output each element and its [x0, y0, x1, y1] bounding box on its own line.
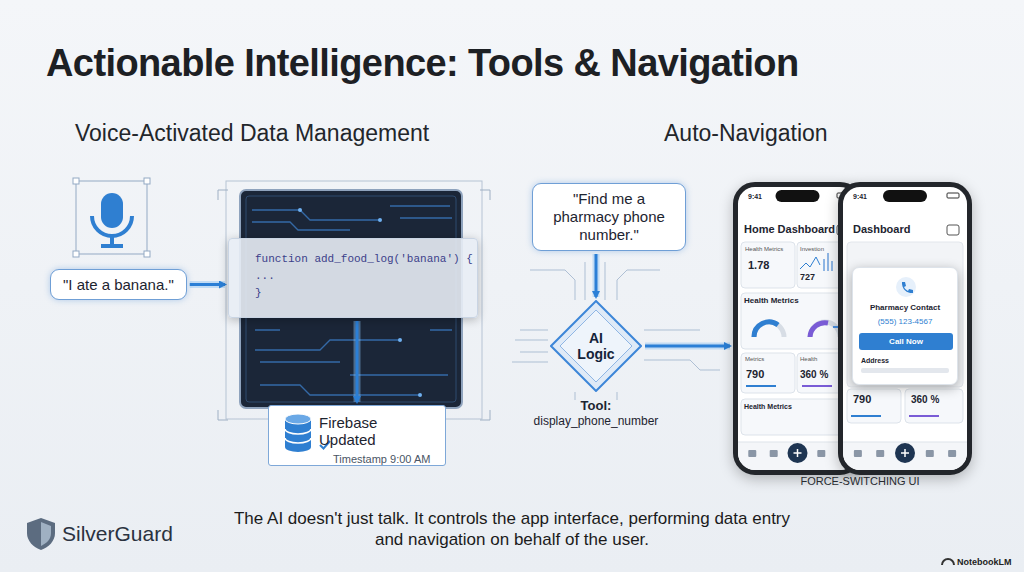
- node-text: "Find me a pharmacy phone number.": [541, 190, 677, 244]
- node-text: Call Now: [889, 337, 923, 346]
- node-text: }: [255, 285, 467, 302]
- node-text: 9:41: [748, 193, 762, 201]
- node-text: AI Logic: [572, 330, 620, 362]
- node-text: Health Metrics: [744, 297, 799, 306]
- logo-text: SilverGuard: [62, 522, 173, 546]
- node-text: Dashboard: [853, 223, 910, 235]
- connector-glow: [190, 281, 225, 288]
- section-heading: Voice-Activated Data Management: [75, 120, 429, 147]
- node-text: (555) 123-4567: [853, 318, 957, 327]
- circuit-lines: [512, 262, 720, 400]
- node-text: 1.78: [748, 259, 769, 271]
- node-text: Firebase Updated: [319, 414, 435, 448]
- decision-diamond: AI Logic: [550, 300, 642, 392]
- node-text: Health: [800, 356, 817, 363]
- watermark: NotebookLM: [957, 557, 1012, 567]
- node-text: 360 %: [800, 369, 828, 380]
- node-text: 790: [853, 393, 871, 405]
- annotation: display_phone_number: [511, 414, 681, 428]
- node-text: 9:41: [853, 193, 867, 201]
- button: Call Now: [859, 333, 953, 350]
- node-text: 360 %: [911, 394, 939, 405]
- node-text: Timestamp 9:00 AM: [319, 453, 435, 465]
- node-text: Metrics: [745, 356, 764, 363]
- database-box: Firebase UpdatedTimestamp 9:00 AM: [268, 405, 446, 466]
- connector-glow: [354, 321, 361, 402]
- arrow-connector: [595, 254, 598, 297]
- node-text: Health Metrics: [744, 403, 792, 411]
- node-text: function add_food_log('banana') {: [255, 251, 467, 268]
- phone-icon: [853, 268, 959, 386]
- code-box: function add_food_log('banana') {...}: [228, 238, 478, 318]
- arrow-connector: [356, 321, 359, 402]
- caption: The AI doesn't just talk. It controls th…: [232, 508, 792, 551]
- connector-glow: [593, 254, 600, 297]
- arrow-connector: [645, 345, 730, 348]
- popup-card: Pharmacy Contact (555) 123-4567Address Cal…: [852, 267, 958, 385]
- speech-bubble: "I ate a banana.": [50, 269, 187, 300]
- node-text: ...: [255, 268, 467, 285]
- annotation: Tool:: [521, 398, 671, 413]
- title: Actionable Intelligence: Tools & Navigat…: [46, 42, 799, 85]
- speech-bubble: "Find me a pharmacy phone number.": [532, 183, 686, 251]
- connector-glow: [645, 343, 730, 350]
- arrow-connector: [190, 283, 225, 286]
- code-panel: [218, 181, 490, 420]
- section-heading: Auto-Navigation: [664, 120, 828, 147]
- node-text: 727: [800, 273, 815, 283]
- microphone-icon: [73, 178, 150, 257]
- notebooklm-icon: [942, 559, 954, 565]
- node-text: Address: [861, 357, 889, 365]
- shield-logo: [27, 518, 55, 550]
- node-text: Health Metrics: [745, 246, 783, 253]
- annotation: FORCE-SWITCHING UI: [780, 475, 940, 487]
- node-text: 790: [746, 368, 764, 380]
- node-text: Investion: [800, 246, 824, 253]
- node-text: Home Dashboard: [744, 223, 835, 235]
- database-icon: [275, 407, 319, 459]
- node-text: Pharmacy Contact: [853, 304, 957, 313]
- node-text: "I ate a banana.": [63, 276, 174, 293]
- phone-screen: 9:41Dashboard 790 360 % Pharmacy Contact (55…: [838, 182, 972, 475]
